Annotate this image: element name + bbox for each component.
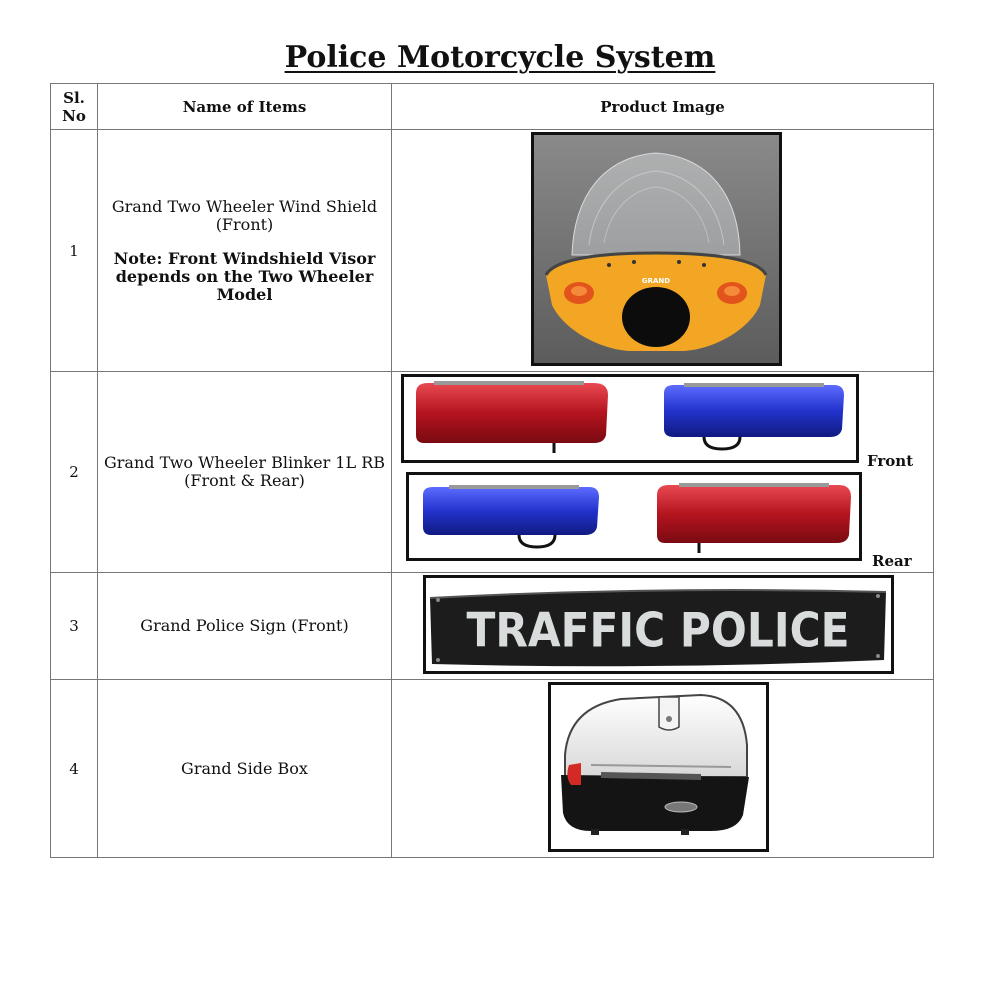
row-number: 3 <box>50 572 98 680</box>
product-image-cell: Front <box>391 371 934 573</box>
windshield-visor-icon: GRAND <box>534 135 779 363</box>
header-sl-no: Sl. No <box>50 83 98 130</box>
side-box-icon <box>561 693 749 835</box>
blinker-light-icon <box>416 381 844 453</box>
blinker-light-icon <box>423 483 851 553</box>
table-row: 1 Grand Two Wheeler Wind Shield (Front) … <box>50 129 934 372</box>
header-name: Name of Items <box>97 83 392 130</box>
header-no-label: No <box>62 106 86 125</box>
item-name-cell: Grand Police Sign (Front) <box>97 572 392 680</box>
product-image-frame: TRAFFIC POLICE <box>423 575 894 674</box>
police-sign-icon: TRAFFIC POLICE <box>429 589 887 667</box>
table-row: 3 Grand Police Sign (Front) TRAFFIC POLI… <box>50 572 934 680</box>
product-image-cell: GRAND <box>391 129 934 372</box>
row-number: 1 <box>50 129 98 372</box>
product-image-frame-front <box>401 374 859 463</box>
table-header-row: Sl. No Name of Items Product Image <box>50 83 934 130</box>
item-name: Grand Police Sign (Front) <box>140 616 349 635</box>
table-row: 2 Grand Two Wheeler Blinker 1L RB (Front… <box>50 371 934 573</box>
item-name: Grand Two Wheeler Blinker 1L RB (Front &… <box>103 453 385 490</box>
grand-logo: GRAND <box>642 277 670 285</box>
row-number: 2 <box>50 371 98 573</box>
item-name-cell: Grand Two Wheeler Wind Shield (Front) No… <box>97 129 392 372</box>
items-table: Sl. No Name of Items Product Image 1 Gra… <box>50 83 934 858</box>
item-note: Note: Front Windshield Visor depends on … <box>113 248 376 304</box>
product-image-cell <box>391 679 934 858</box>
label-front: Front <box>867 452 914 470</box>
header-image: Product Image <box>391 83 934 130</box>
product-image-frame: GRAND <box>531 132 782 366</box>
product-image-cell: TRAFFIC POLICE <box>391 572 934 680</box>
product-image-frame <box>548 682 769 852</box>
item-name: Grand Two Wheeler Wind Shield (Front) <box>111 196 378 234</box>
row-number: 4 <box>50 679 98 858</box>
label-rear: Rear <box>872 552 912 570</box>
page-title: Police Motorcycle System <box>284 40 716 75</box>
item-name: Grand Side Box <box>181 758 308 778</box>
header-sl-label: Sl. <box>63 88 85 107</box>
item-name-cell: Grand Side Box <box>97 679 392 858</box>
product-image-frame-rear <box>406 472 862 561</box>
table-row: 4 Grand Side Box <box>50 679 934 858</box>
sign-text: TRAFFIC POLICE <box>466 603 849 658</box>
item-name-cell: Grand Two Wheeler Blinker 1L RB (Front &… <box>97 371 392 573</box>
